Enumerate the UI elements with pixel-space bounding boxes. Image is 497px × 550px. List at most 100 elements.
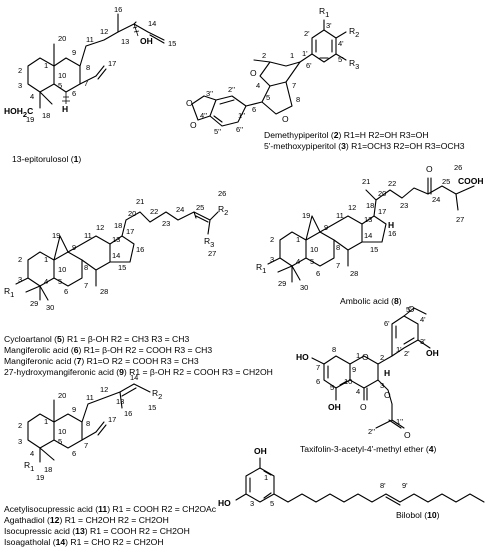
- c1-num-17: 17: [108, 59, 116, 68]
- cyclo-num-17: 17: [126, 227, 134, 236]
- ambolic-num-5: 5: [310, 257, 314, 266]
- cyclo-num-26: 26: [218, 189, 226, 198]
- labdane-num-20: 20: [58, 391, 66, 400]
- cyclo-num-24: 24: [176, 205, 184, 214]
- lignan-num-6pp: 6'': [236, 125, 244, 134]
- labdane-num-5: 5: [58, 437, 62, 446]
- c1-num-3: 3: [18, 81, 22, 90]
- cyclo-num-20: 20: [128, 209, 136, 218]
- cyclo-r1: R1: [4, 286, 14, 299]
- lignan-r2: R2: [349, 26, 359, 39]
- cyclo-num-23: 23: [162, 219, 170, 228]
- cyclo-num-4: 4: [44, 277, 48, 286]
- lignan-num-1: 1: [290, 51, 294, 60]
- taxifolin-num-9: 9: [352, 365, 356, 374]
- taxifolin-oh-5: OH: [328, 402, 341, 412]
- cyclo-num-10: 10: [58, 265, 66, 274]
- c1-num-15: 15: [168, 39, 176, 48]
- structure-13-epitorulosol: 20 1 2 3 4 5 6 7 8 9 10 11 12 13 14 15 1…: [4, 5, 176, 124]
- taxifolin-num-2: 2: [380, 353, 384, 362]
- bilobol-num-5: 5: [270, 499, 274, 508]
- cyclo-num-7: 7: [84, 281, 88, 290]
- structure-ambolic-acid: O COOH H R1 1 2 3 4 5 6 7 8 9 10 11 12 1…: [256, 163, 484, 292]
- ambolic-num-3: 3: [270, 255, 274, 264]
- ambolic-num-9: 9: [324, 223, 328, 232]
- ambolic-h: H: [388, 220, 394, 230]
- caption-taxifolin: Taxifolin-3-acetyl-4'-methyl ether (4): [300, 444, 436, 454]
- taxifolin-oh-3p: OH: [426, 348, 439, 358]
- lignan-o-lower: O: [282, 114, 289, 124]
- taxifolin-num-2pp: 2'': [368, 427, 376, 436]
- ambolic-num-27: 27: [456, 215, 464, 224]
- caption-isocupressic-acid: Isocupressic acid (13) R1 = COOH R2 = CH…: [4, 526, 190, 536]
- labdane-num-4: 4: [30, 449, 34, 458]
- cyclo-num-22: 22: [150, 207, 158, 216]
- ambolic-num-23: 23: [400, 201, 408, 210]
- c1-oh: OH: [140, 36, 153, 46]
- cyclo-r2: R2: [218, 204, 228, 217]
- ambolic-num-13: 13: [364, 215, 372, 224]
- taxifolin-num-6: 6: [316, 377, 320, 386]
- lignan-num-6: 6: [252, 105, 256, 114]
- structure-lignan: R1 R2 R3 O O O O 1 2 4 5 6 8 7 1' 2' 3' …: [186, 6, 359, 136]
- labdane-num-6: 6: [72, 449, 76, 458]
- lignan-r3: R3: [349, 58, 359, 71]
- labdane-num-2: 2: [18, 421, 22, 430]
- taxifolin-num-5: 5: [330, 383, 334, 392]
- c1-num-16: 16: [114, 5, 122, 14]
- cyclo-num-9: 9: [72, 243, 76, 252]
- bilobol-num-1: 1: [264, 473, 268, 482]
- labdane-num-8: 8: [86, 419, 90, 428]
- ambolic-num-25: 25: [442, 177, 450, 186]
- taxifolin-o-3: O: [384, 390, 391, 400]
- ambolic-num-21: 21: [362, 177, 370, 186]
- taxifolin-o-methyl: O: [408, 304, 415, 314]
- lignan-num-1pp: 1'': [238, 111, 246, 120]
- cyclo-num-11: 11: [84, 231, 92, 240]
- cyclo-num-15: 15: [118, 263, 126, 272]
- c1-num-6: 6: [72, 89, 76, 98]
- c1-num-13: 13: [121, 37, 129, 46]
- c1-num-11: 11: [86, 35, 94, 44]
- taxifolin-num-3: 3: [380, 381, 384, 390]
- lignan-num-2: 2: [262, 51, 266, 60]
- taxifolin-num-8: 8: [332, 345, 336, 354]
- c1-hoh: HOH2C: [4, 106, 33, 119]
- cyclo-num-3: 3: [18, 275, 22, 284]
- lignan-num-7: 7: [292, 81, 296, 90]
- c1-h: H: [62, 104, 68, 114]
- labdane-num-14: 14: [130, 373, 138, 382]
- cyclo-num-30: 30: [46, 303, 54, 312]
- cyclo-num-1: 1: [44, 255, 48, 264]
- ambolic-num-11: 11: [336, 211, 344, 220]
- caption-mangiferolic-acid: Mangiferolic acid (6) R1= β-OH R2 = COOH…: [4, 345, 212, 355]
- lignan-num-8: 8: [296, 95, 300, 104]
- c1-num-12: 12: [100, 27, 108, 36]
- ambolic-num-1: 1: [296, 235, 300, 244]
- caption-ambolic-acid: Ambolic acid (8): [340, 296, 402, 306]
- c1-num-20: 20: [58, 34, 66, 43]
- taxifolin-h: H: [384, 368, 390, 378]
- ambolic-num-24: 24: [432, 195, 440, 204]
- cyclo-num-28: 28: [100, 287, 108, 296]
- taxifolin-num-5p: 5': [406, 305, 412, 314]
- structure-labdane: R2 R1 1 2 3 4 5 6 7 8 9 10 11 12 13 14 1…: [18, 373, 162, 482]
- labdane-num-17: 17: [108, 415, 116, 424]
- cyclo-num-2: 2: [18, 255, 22, 264]
- taxifolin-num-4: 4: [356, 387, 360, 396]
- labdane-r1: R1: [24, 460, 34, 473]
- cyclo-num-21: 21: [136, 197, 144, 206]
- lignan-num-3p: 3': [326, 21, 332, 30]
- lignan-num-5: 5: [266, 93, 270, 102]
- taxifolin-o-4: O: [360, 402, 367, 412]
- bilobol-ho: HO: [218, 498, 231, 508]
- ambolic-num-12: 12: [348, 203, 356, 212]
- bilobol-oh: OH: [254, 446, 267, 456]
- caption-27-hydroxymangiferonic-acid: 27-hydroxymangiferonic acid (9) R1 = β-O…: [4, 367, 273, 377]
- lignan-o-dioxole-a: O: [186, 98, 193, 108]
- cyclo-num-27: 27: [208, 249, 216, 258]
- taxifolin-num-10: 10: [344, 377, 352, 386]
- ambolic-r1: R1: [256, 262, 266, 275]
- structure-cycloartane: R1 R2 R3 1 2 3 4 5 6 7 8 9 10 11 12 13 1…: [4, 189, 228, 312]
